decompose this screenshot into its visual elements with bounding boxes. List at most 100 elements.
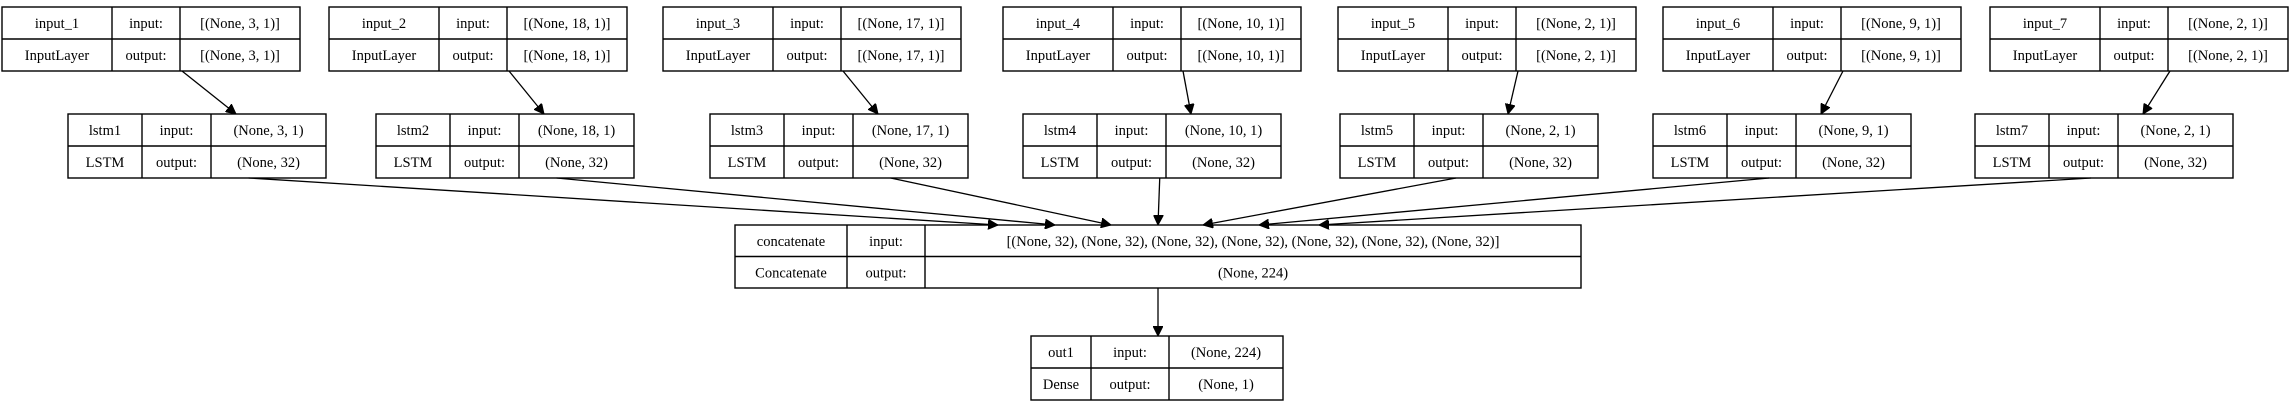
input-1-type: InputLayer bbox=[25, 48, 90, 64]
lstm-5-input-label: input: bbox=[1432, 123, 1466, 139]
edge-input_1-to-lstm1 bbox=[181, 70, 236, 114]
lstm-2-input-label: input: bbox=[468, 123, 502, 139]
lstm-3-output-shape: (None, 32) bbox=[879, 155, 942, 171]
lstm-2-output-shape: (None, 32) bbox=[545, 155, 608, 171]
lstm-5-input-shape: (None, 2, 1) bbox=[1505, 123, 1575, 139]
lstm-6-name: lstm6 bbox=[1674, 123, 1706, 139]
lstm-1-output-label: output: bbox=[156, 155, 197, 171]
lstm-3-name: lstm3 bbox=[731, 123, 763, 139]
input-4-type: InputLayer bbox=[1026, 48, 1091, 64]
input-2-input-label: input: bbox=[456, 16, 490, 32]
out-output-shape: (None, 1) bbox=[1198, 377, 1254, 393]
input-3-input-shape: [(None, 17, 1)] bbox=[858, 16, 945, 32]
lstm-4-name: lstm4 bbox=[1044, 123, 1077, 139]
out-output-label: output: bbox=[1109, 377, 1150, 393]
edge-input_6-to-lstm6 bbox=[1820, 70, 1844, 114]
out-input-shape: (None, 224) bbox=[1191, 345, 1261, 361]
lstm-6-input-label: input: bbox=[1745, 123, 1779, 139]
input-4-input-shape: [(None, 10, 1)] bbox=[1198, 16, 1285, 32]
concat-input-shape: [(None, 32), (None, 32), (None, 32), (No… bbox=[1007, 234, 1500, 250]
lstm-7-name: lstm7 bbox=[1996, 123, 2028, 139]
input-3-input-label: input: bbox=[790, 16, 824, 32]
lstm-6-type: LSTM bbox=[1671, 155, 1710, 171]
edge-lstm4-to-concatenate bbox=[1158, 177, 1160, 225]
lstm-5-name: lstm5 bbox=[1361, 123, 1393, 139]
lstm-3-input-shape: (None, 17, 1) bbox=[872, 123, 949, 139]
lstm-5-output-label: output: bbox=[1428, 155, 1469, 171]
input-6-name: input_6 bbox=[1696, 16, 1740, 32]
input-4-output-shape: [(None, 10, 1)] bbox=[1198, 48, 1285, 64]
input-6-type: InputLayer bbox=[1686, 48, 1751, 64]
concat-input-label: input: bbox=[869, 234, 903, 250]
lstm-7-input-label: input: bbox=[2067, 123, 2101, 139]
input-2-output-label: output: bbox=[452, 48, 493, 64]
input-6-output-label: output: bbox=[1786, 48, 1827, 64]
out-type: Dense bbox=[1043, 377, 1079, 393]
edge-lstm3-to-concatenate bbox=[890, 177, 1111, 225]
input-1-output-label: output: bbox=[125, 48, 166, 64]
input-6-output-shape: [(None, 9, 1)] bbox=[1861, 48, 1941, 64]
concat-type: Concatenate bbox=[755, 265, 827, 281]
input-2-input-shape: [(None, 18, 1)] bbox=[524, 16, 611, 32]
input-1-name: input_1 bbox=[35, 16, 79, 32]
concat-output-label: output: bbox=[865, 265, 906, 281]
input-7-name: input_7 bbox=[2023, 16, 2067, 32]
out-name: out1 bbox=[1048, 345, 1074, 361]
lstm-3-output-label: output: bbox=[798, 155, 839, 171]
lstm-2-type: LSTM bbox=[394, 155, 433, 171]
lstm-1-input-shape: (None, 3, 1) bbox=[233, 123, 303, 139]
lstm-1-input-label: input: bbox=[160, 123, 194, 139]
input-5-input-label: input: bbox=[1465, 16, 1499, 32]
lstm-7-output-shape: (None, 32) bbox=[2144, 155, 2207, 171]
input-5-output-shape: [(None, 2, 1)] bbox=[1536, 48, 1616, 64]
concat-output-shape: (None, 224) bbox=[1218, 265, 1288, 281]
input-3-type: InputLayer bbox=[686, 48, 751, 64]
input-5-output-label: output: bbox=[1461, 48, 1502, 64]
lstm-2-name: lstm2 bbox=[397, 123, 429, 139]
input-2-type: InputLayer bbox=[352, 48, 417, 64]
lstm-4-input-label: input: bbox=[1115, 123, 1149, 139]
input-3-output-shape: [(None, 17, 1)] bbox=[858, 48, 945, 64]
input-1-input-label: input: bbox=[129, 16, 163, 32]
lstm-5-type: LSTM bbox=[1358, 155, 1397, 171]
edge-lstm1-to-concatenate bbox=[248, 177, 998, 225]
edge-lstm7-to-concatenate bbox=[1319, 177, 2092, 225]
edge-input_3-to-lstm3 bbox=[842, 70, 878, 114]
input-5-name: input_5 bbox=[1371, 16, 1415, 32]
lstm-4-input-shape: (None, 10, 1) bbox=[1185, 123, 1262, 139]
lstm-6-input-shape: (None, 9, 1) bbox=[1818, 123, 1888, 139]
edges bbox=[181, 70, 2171, 336]
input-3-name: input_3 bbox=[696, 16, 740, 32]
lstm-1-name: lstm1 bbox=[89, 123, 121, 139]
lstm-2-output-label: output: bbox=[464, 155, 505, 171]
lstm-5-output-shape: (None, 32) bbox=[1509, 155, 1572, 171]
lstm-3-type: LSTM bbox=[728, 155, 767, 171]
input-6-input-shape: [(None, 9, 1)] bbox=[1861, 16, 1941, 32]
lstm-7-type: LSTM bbox=[1993, 155, 2032, 171]
input-7-output-label: output: bbox=[2113, 48, 2154, 64]
input-1-input-shape: [(None, 3, 1)] bbox=[200, 16, 280, 32]
node-concatenate: concatenateConcatenateinput:output:[(Non… bbox=[734, 224, 1582, 289]
lstm-4-type: LSTM bbox=[1041, 155, 1080, 171]
input-7-output-shape: [(None, 2, 1)] bbox=[2188, 48, 2268, 64]
input-7-input-shape: [(None, 2, 1)] bbox=[2188, 16, 2268, 32]
input-6-input-label: input: bbox=[1790, 16, 1824, 32]
input-2-output-shape: [(None, 18, 1)] bbox=[524, 48, 611, 64]
edge-input_4-to-lstm4 bbox=[1182, 70, 1191, 114]
input-4-name: input_4 bbox=[1036, 16, 1081, 32]
out-input-label: input: bbox=[1113, 345, 1147, 361]
edge-lstm5-to-concatenate bbox=[1203, 177, 1457, 225]
